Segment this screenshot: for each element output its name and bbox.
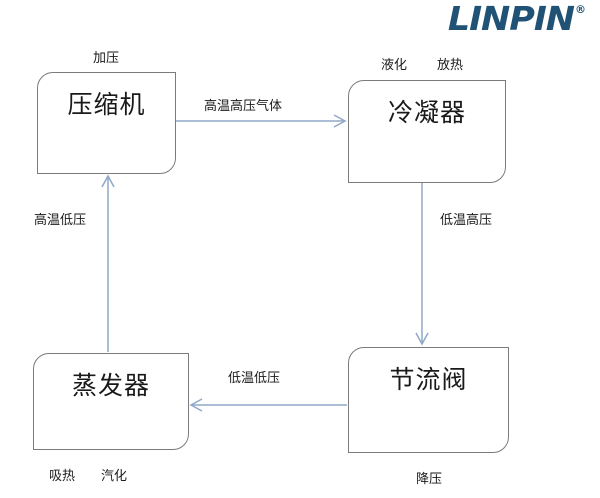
node-evaporator-label: 蒸发器: [71, 371, 150, 400]
node-condenser[interactable]: 冷凝器: [348, 80, 506, 183]
edge-label-compressor-to-condenser: 高温高压气体: [204, 99, 283, 114]
registered-trademark-icon: ®: [575, 3, 586, 16]
node-compressor[interactable]: 压缩机: [37, 72, 176, 174]
caption-evaporator-heat-absorb: 吸热: [49, 469, 76, 484]
node-throttle-label: 节流阀: [389, 365, 468, 394]
arrow-throttle-to-evaporator: [189, 398, 347, 412]
node-evaporator[interactable]: 蒸发器: [33, 353, 189, 450]
node-throttle[interactable]: 节流阀: [348, 347, 509, 453]
caption-condenser-heat-release: 放热: [437, 58, 464, 73]
logo-wordmark: LINPIN: [447, 0, 575, 38]
edge-label-evaporator-to-compressor: 高温低压: [34, 213, 87, 228]
arrow-condenser-to-throttle: [415, 183, 429, 346]
edge-label-condenser-to-throttle: 低温高压: [440, 213, 493, 228]
node-compressor-label: 压缩机: [67, 90, 146, 119]
arrow-evaporator-to-compressor: [101, 174, 115, 352]
node-condenser-label: 冷凝器: [387, 98, 466, 127]
caption-condenser-liquefy: 液化: [381, 58, 408, 73]
linpin-logo: LINPIN ®: [448, 2, 586, 35]
caption-throttle-depressurize: 降压: [416, 472, 443, 487]
edge-label-throttle-to-evaporator: 低温低压: [228, 371, 281, 386]
caption-evaporator-vaporize: 汽化: [101, 469, 128, 484]
arrow-compressor-to-condenser: [176, 114, 347, 128]
caption-compressor-pressurize: 加压: [93, 51, 120, 66]
